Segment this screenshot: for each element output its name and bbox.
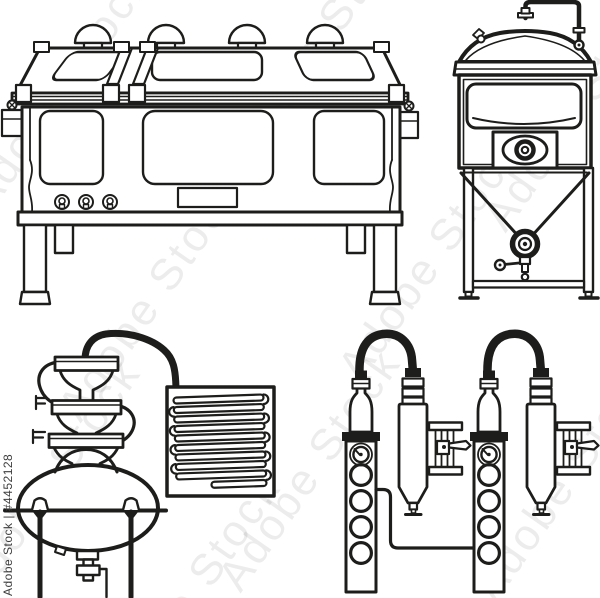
connector-pipe (374, 487, 476, 550)
side-seams (28, 159, 394, 213)
drain-valve (54, 545, 108, 598)
top-rim-band (10, 91, 410, 106)
dome-caps (73, 23, 345, 55)
body-front (20, 105, 402, 214)
nameplate (176, 186, 239, 209)
bubble-plates (31, 355, 136, 474)
lid-windows (51, 50, 375, 82)
cone-bottom (459, 171, 591, 240)
sight-window (465, 82, 583, 130)
base-band (16, 210, 404, 227)
frame-legs (458, 166, 600, 300)
condenser-coil (168, 393, 272, 489)
filter-unit-left (342, 334, 471, 592)
side-fitting (31, 428, 47, 445)
mash-tun-drawing (0, 23, 420, 306)
pot-crown (53, 448, 119, 474)
watermark-credit: Adobe Stock | #4452128 (1, 453, 15, 596)
filter-columns-drawing (342, 334, 599, 592)
pot-still-drawing (3, 329, 276, 598)
control-knobs (54, 194, 118, 210)
legs (18, 223, 402, 306)
downcomer-left (37, 360, 60, 406)
conical-fermenter-drawing (452, 0, 600, 300)
shoulder-fittings (472, 28, 585, 51)
pot-legs (30, 497, 141, 598)
rim-clamps (14, 83, 406, 104)
corner-bolts (6, 99, 415, 112)
filter-unit-right (470, 334, 599, 592)
manway (491, 130, 559, 170)
side-fitting (34, 394, 49, 411)
top-arc-pipe (523, 0, 582, 45)
bottom-valve (493, 228, 541, 282)
lyne-arm-pipe (81, 329, 180, 396)
dome-fitting (517, 7, 534, 19)
front-panels (38, 109, 386, 186)
side-tabs (0, 108, 420, 140)
